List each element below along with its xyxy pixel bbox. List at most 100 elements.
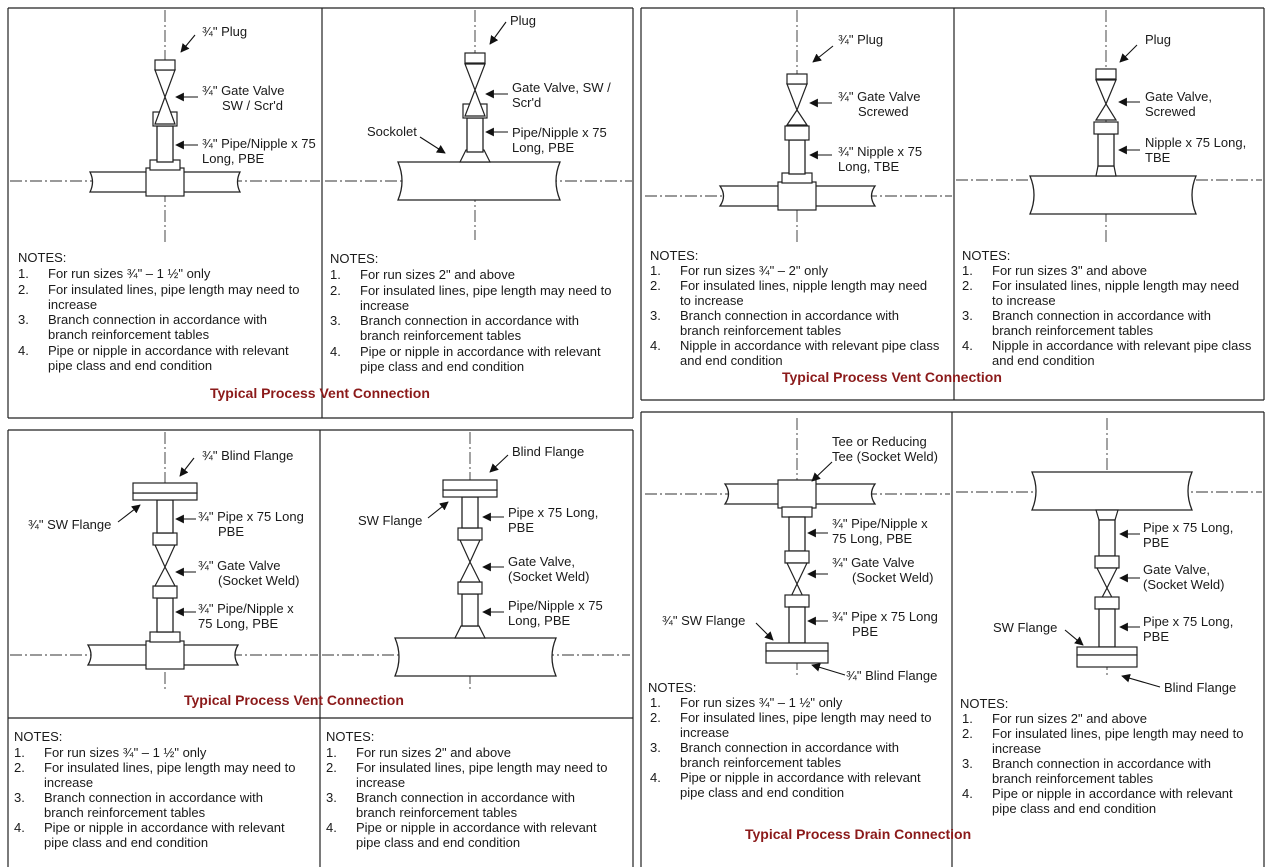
svg-text:increase: increase <box>992 741 1041 756</box>
label-tee: Tee or Reducing <box>832 434 927 449</box>
svg-text:NOTES:: NOTES: <box>650 248 698 263</box>
svg-text:For run sizes 2" and above: For run sizes 2" and above <box>992 711 1147 726</box>
label-pipe-nipple: ¾" Pipe/Nipple x <box>198 601 294 616</box>
svg-text:pipe class and end condition: pipe class and end condition <box>680 785 844 800</box>
detail-vent-screwed-small: ¾" Plug ¾" Gate Valve Screwed ¾" Nipple … <box>645 10 952 368</box>
svg-text:increase: increase <box>360 298 409 313</box>
title-vent-top-right: Typical Process Vent Connection <box>782 369 1002 385</box>
svg-text:Nipple in accordance with rele: Nipple in accordance with relevant pipe … <box>992 338 1252 353</box>
label-pipe: Pipe x 75 Long, <box>1143 520 1233 535</box>
svg-text:2.: 2. <box>650 278 661 293</box>
svg-text:1.: 1. <box>18 266 29 281</box>
label-nipple-2: TBE <box>1145 150 1171 165</box>
label-plug: ¾" Plug <box>202 24 247 39</box>
svg-text:4.: 4. <box>962 786 973 801</box>
label-pipe-b-2: PBE <box>1143 629 1169 644</box>
notes-block: NOTES: 1. For run sizes 2" and above 2. … <box>330 251 612 374</box>
svg-text:3.: 3. <box>650 308 661 323</box>
detail-vent-flanged-large: Blind Flange Pipe x 75 Long, PBE Gate Va… <box>322 432 630 850</box>
svg-text:2.: 2. <box>962 726 973 741</box>
label-plug: ¾" Plug <box>838 32 883 47</box>
svg-text:Branch connection in accordanc: Branch connection in accordance with <box>992 756 1211 771</box>
svg-text:For run sizes 2" and above: For run sizes 2" and above <box>360 267 515 282</box>
svg-text:Pipe or nipple in accordance w: Pipe or nipple in accordance with releva… <box>360 344 601 359</box>
svg-text:Pipe or nipple in accordance w: Pipe or nipple in accordance with releva… <box>992 786 1233 801</box>
label-blind-flange: Blind Flange <box>512 444 584 459</box>
svg-text:2.: 2. <box>18 282 29 297</box>
label-gate-valve-2: Screwed <box>858 104 909 119</box>
svg-text:For run sizes 3" and above: For run sizes 3" and above <box>992 263 1147 278</box>
label-pipe-nipple-2: 75 Long, PBE <box>832 531 913 546</box>
svg-text:pipe class and end condition: pipe class and end condition <box>356 835 520 850</box>
label-gate-valve-2: (Socket Weld) <box>852 570 933 585</box>
svg-text:For insulated lines, nipple le: For insulated lines, nipple length may n… <box>680 278 927 293</box>
label-pipe-b: Pipe x 75 Long, <box>1143 614 1233 629</box>
svg-text:to increase: to increase <box>680 293 744 308</box>
svg-text:1.: 1. <box>650 695 661 710</box>
label-nipple: ¾" Nipple x 75 <box>838 144 922 159</box>
label-gate-valve-2: (Socket Weld) <box>218 573 299 588</box>
label-nipple-2: Long, TBE <box>838 159 900 174</box>
label-pipe: ¾" Pipe x 75 Long <box>198 509 304 524</box>
label-pipe: ¾" Pipe x 75 Long <box>832 609 938 624</box>
svg-text:4.: 4. <box>962 338 973 353</box>
notes-block: NOTES: 1. For run sizes 3" and above 2. … <box>962 248 1252 368</box>
svg-text:2.: 2. <box>962 278 973 293</box>
svg-text:branch reinforcement tables: branch reinforcement tables <box>356 805 518 820</box>
svg-text:For run sizes ¾" – 1 ½" only: For run sizes ¾" – 1 ½" only <box>48 266 211 281</box>
label-plug: Plug <box>510 13 536 28</box>
detail-vent-large-sockolet: Plug Gate Valve, SW / Scr'd Pipe/Nipple … <box>325 10 632 374</box>
label-sw-flange: ¾" SW Flange <box>28 517 111 532</box>
svg-text:1.: 1. <box>330 267 341 282</box>
svg-text:For insulated lines, pipe leng: For insulated lines, pipe length may nee… <box>992 726 1244 741</box>
frame-top-right <box>640 7 1265 401</box>
svg-text:NOTES:: NOTES: <box>18 250 66 265</box>
label-pipe-nipple: ¾" Pipe/Nipple x <box>832 516 928 531</box>
label-sw-flange: ¾" SW Flange <box>662 613 745 628</box>
svg-text:pipe class and end condition: pipe class and end condition <box>360 359 524 374</box>
svg-text:For run sizes ¾" – 2" only: For run sizes ¾" – 2" only <box>680 263 828 278</box>
detail-vent-screwed-large: Plug Gate Valve, Screwed Nipple x 75 Lon… <box>956 10 1262 368</box>
svg-text:2.: 2. <box>650 710 661 725</box>
svg-text:4.: 4. <box>326 820 337 835</box>
label-gate-valve-2: (Socket Weld) <box>508 569 589 584</box>
svg-text:increase: increase <box>356 775 405 790</box>
svg-text:pipe class and end condition: pipe class and end condition <box>44 835 208 850</box>
svg-text:3.: 3. <box>962 308 973 323</box>
notes-block: NOTES: 1. For run sizes ¾" – 2" only 2. … <box>650 248 940 368</box>
label-pipe-2: PBE <box>218 524 244 539</box>
title-vent-top-left: Typical Process Vent Connection <box>210 385 430 401</box>
svg-text:1.: 1. <box>326 745 337 760</box>
label-pipe-nipple-2: 75 Long, PBE <box>198 616 279 631</box>
svg-text:2.: 2. <box>330 283 341 298</box>
label-gate-valve: Gate Valve, <box>508 554 575 569</box>
label-sw-flange: SW Flange <box>993 620 1057 635</box>
label-gate-valve-2: SW / Scr'd <box>222 98 283 113</box>
label-pipe-nipple: ¾" Pipe/Nipple x 75 <box>202 136 316 151</box>
svg-text:For insulated lines, pipe leng: For insulated lines, pipe length may nee… <box>48 282 300 297</box>
label-gate-valve-2: (Socket Weld) <box>1143 577 1224 592</box>
svg-text:Pipe or nipple in accordance w: Pipe or nipple in accordance with releva… <box>44 820 285 835</box>
svg-text:For insulated lines, pipe leng: For insulated lines, pipe length may nee… <box>680 710 932 725</box>
svg-text:Branch connection in accordanc: Branch connection in accordance with <box>680 740 899 755</box>
label-pipe-2: PBE <box>1143 535 1169 550</box>
svg-text:For insulated lines, pipe leng: For insulated lines, pipe length may nee… <box>44 760 296 775</box>
label-sw-flange: SW Flange <box>358 513 422 528</box>
svg-text:NOTES:: NOTES: <box>330 251 378 266</box>
frame-bottom-left <box>7 429 634 867</box>
label-gate-valve-2: Scr'd <box>512 95 541 110</box>
notes-block: NOTES: 1. For run sizes 2" and above 2. … <box>326 729 608 850</box>
title-drain-bottom-right: Typical Process Drain Connection <box>745 826 971 842</box>
svg-text:3.: 3. <box>962 756 973 771</box>
svg-text:NOTES:: NOTES: <box>648 680 696 695</box>
label-pipe-2: PBE <box>508 520 534 535</box>
svg-text:3.: 3. <box>330 313 341 328</box>
label-pipe-nipple-2: Long, PBE <box>508 613 570 628</box>
svg-text:For run sizes 2" and above: For run sizes 2" and above <box>356 745 511 760</box>
svg-text:4.: 4. <box>650 770 661 785</box>
notes-block: NOTES: 1. For run sizes ¾" – 1 ½" only 2… <box>648 680 932 800</box>
svg-text:For insulated lines, nipple le: For insulated lines, nipple length may n… <box>992 278 1239 293</box>
svg-text:NOTES:: NOTES: <box>962 248 1010 263</box>
svg-text:branch reinforcement tables: branch reinforcement tables <box>48 327 210 342</box>
notes-block: NOTES: 1. For run sizes ¾" – 1 ½" only 2… <box>14 729 296 850</box>
